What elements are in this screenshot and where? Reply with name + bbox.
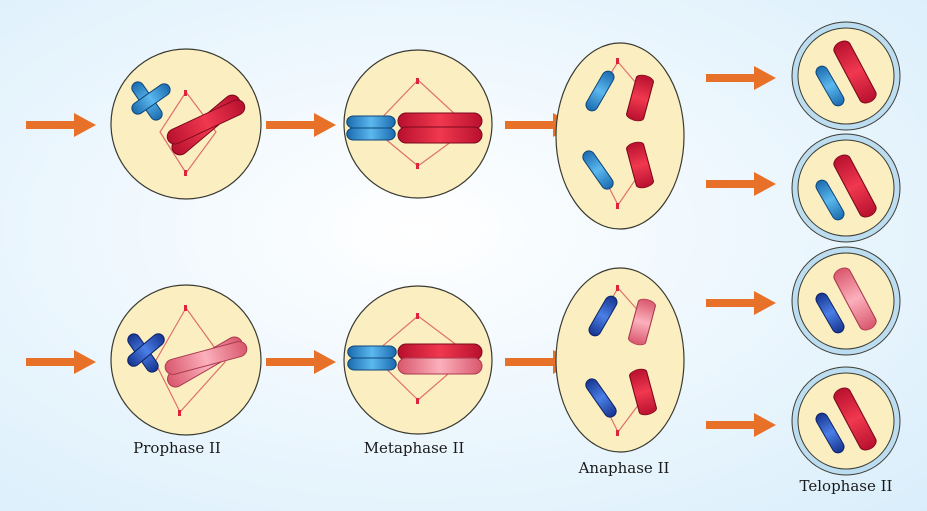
metaphase-label: Metaphase II [363, 439, 465, 457]
arrow-icon [706, 291, 776, 315]
telophase-label: Telophase II [799, 477, 893, 495]
chromosome-red-pink [397, 343, 483, 375]
metaphase-cell-bottom [343, 285, 493, 435]
arrow-icon [26, 350, 96, 374]
arrow-icon [266, 113, 336, 137]
telophase-cell-2 [791, 133, 901, 243]
chromosome-red [397, 112, 483, 144]
telophase-cell-1 [791, 21, 901, 131]
anaphase-label: Anaphase II [578, 459, 670, 477]
anaphase-cell-top [555, 42, 685, 230]
prophase-label: Prophase II [133, 439, 221, 457]
chromosome-blue [347, 345, 397, 371]
arrow-icon [706, 172, 776, 196]
metaphase-cell-top [343, 49, 493, 199]
telophase-cell-4 [791, 366, 901, 476]
arrow-icon [706, 66, 776, 90]
chromosome-blue [346, 115, 396, 141]
arrow-icon [266, 350, 336, 374]
telophase-cell-3 [791, 246, 901, 356]
anaphase-cell-bottom [555, 267, 685, 453]
arrow-icon [26, 113, 96, 137]
prophase-cell-bottom [110, 284, 262, 436]
prophase-cell-top [110, 48, 262, 200]
arrow-icon [706, 413, 776, 437]
